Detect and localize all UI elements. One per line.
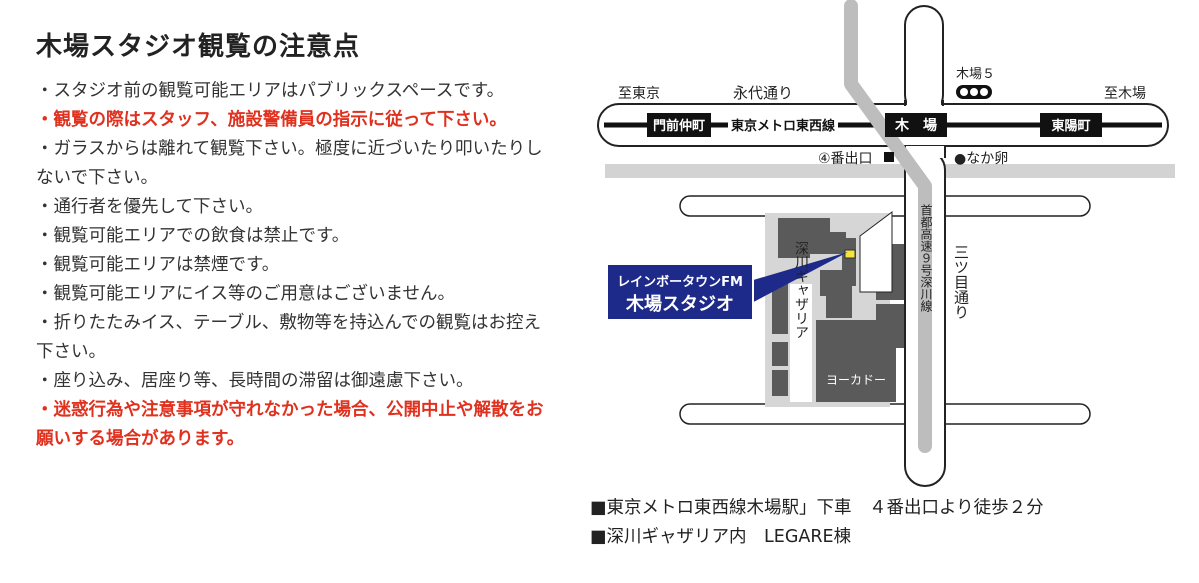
studio-marker	[844, 249, 856, 259]
note-item-emphasis: ・観覧の際はスタッフ、施設警備員の指示に従って下さい。	[36, 110, 507, 130]
yokado-label: ヨーカドー	[826, 373, 886, 387]
gray-avenue	[605, 164, 1175, 178]
studio-label-box	[606, 263, 754, 321]
mitsume-dori-block	[950, 274, 972, 378]
station-kiba	[885, 113, 947, 137]
notes-panel: 木場スタジオ観覧の注意点 ・スタジオ前の観覧可能エリアはパブリックスペースです。…	[36, 26, 556, 454]
kiba5-label: 木場５	[956, 67, 995, 82]
studio-label-line2: 木場スタジオ	[625, 293, 734, 315]
exit4-label: ④番出口	[818, 151, 873, 167]
note-list: ・スタジオ前の観覧可能エリアはパブリックスペースです。・観覧の際はスタッフ、施設…	[36, 77, 556, 454]
station-toyo	[1040, 113, 1102, 137]
access-line-1: ■東京メトロ東西線木場駅」下車 ４番出口より徒歩２分	[590, 498, 1044, 518]
station-monzen	[647, 113, 711, 137]
exit4-marker	[884, 152, 894, 162]
station-kiba-label: 木 場	[894, 117, 937, 134]
nakatamago-label: ●なか卵	[954, 151, 1008, 167]
page-title: 木場スタジオ観覧の注意点	[36, 32, 361, 62]
north-road	[904, 5, 944, 115]
to-tokyo-label: 至東京	[618, 86, 660, 102]
note-item: ・通行者を優先して下さい。	[36, 197, 263, 217]
mitsume-label: 三ツ目通り	[952, 245, 970, 320]
note-item: ・折りたたみイス、テーブル、敷物等を持込んでの観覧はお控え下さい。	[36, 313, 542, 362]
station-monzen-label: 門前仲町	[653, 118, 705, 134]
expressway-label: 首都高速９号深川線	[919, 204, 933, 312]
studio-label-line1: レインボータウンFM	[617, 274, 743, 290]
yokado-building	[816, 320, 896, 402]
to-kiba-label: 至木場	[1104, 86, 1146, 102]
access-line-2: ■深川ギャザリア内 LEGARE棟	[590, 527, 852, 547]
access-info: ■東京メトロ東西線木場駅」下車 ４番出口より徒歩２分 ■深川ギャザリア内 LEG…	[590, 494, 1044, 552]
eitai-dori-label: 永代通り	[733, 84, 793, 102]
note-item: ・スタジオ前の観覧可能エリアはパブリックスペースです。	[36, 81, 505, 101]
note-item: ・ガラスからは離れて観覧下さい。極度に近づいたり叩いたりしないで下さい。	[36, 139, 543, 188]
note-item: ・観覧可能エリアにイス等のご用意はございません。	[36, 284, 455, 304]
note-item-emphasis: ・迷惑行為や注意事項が守れなかった場合、公開中止や解散をお願いする場合があります…	[36, 400, 544, 449]
station-toyo-label: 東陽町	[1051, 118, 1090, 134]
intersection-signal-icon	[956, 85, 992, 99]
note-item: ・観覧可能エリアでの飲食は禁止です。	[36, 226, 350, 246]
metro-line-label-bg	[728, 115, 838, 135]
access-map: 門前仲町 東京メトロ東西線 木 場 東陽町 至東京 永代通り 木場５ 至木場 ④…	[597, 0, 1175, 487]
galleria-label: 深川ギャザリア	[793, 241, 809, 339]
note-item: ・観覧可能エリアは禁煙です。	[36, 255, 280, 275]
note-item: ・座り込み、居座り等、長時間の滞留は御遠慮下さい。	[36, 371, 474, 391]
studio-pointer	[740, 252, 848, 306]
metro-line-label: 東京メトロ東西線	[731, 118, 836, 134]
